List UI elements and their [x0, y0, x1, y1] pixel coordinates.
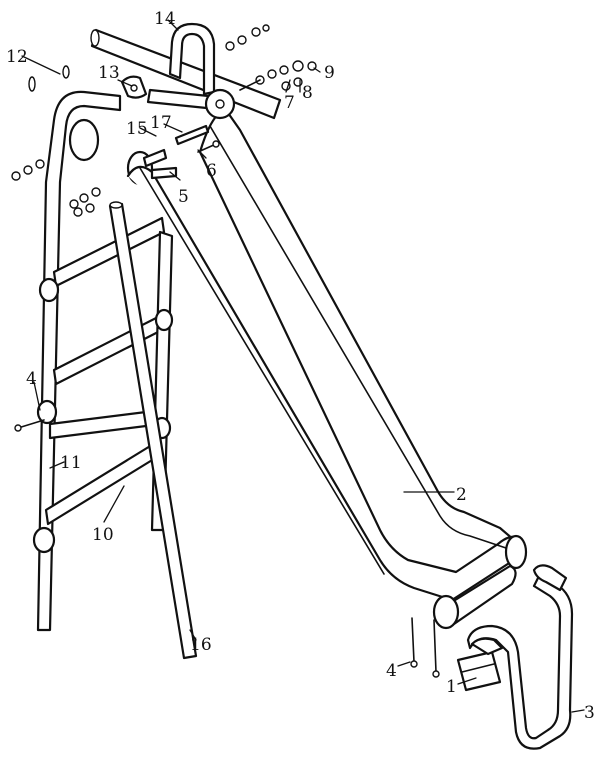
- callout-5: 5: [178, 187, 189, 207]
- callout-13: 13: [98, 63, 120, 83]
- callout-4-slide: 4: [386, 661, 397, 681]
- slide-top-hub: [204, 88, 236, 120]
- callout-14: 14: [154, 9, 176, 29]
- callout-3: 3: [584, 703, 595, 723]
- bolt-4-ladder: [14, 419, 45, 432]
- callout-17: 17: [150, 113, 172, 133]
- slide-pins: [410, 617, 440, 678]
- ladder-rung-top: [52, 216, 166, 288]
- callout-labels: 14 12 13 9 7 8 15 17 6 5 4 11 10 16 2 4 …: [6, 9, 595, 723]
- hardware-top-loop: [225, 24, 270, 51]
- callout-1: 1: [446, 677, 457, 697]
- callout-11: 11: [60, 453, 82, 473]
- ladder-left-rail: [36, 90, 122, 632]
- callout-10: 10: [92, 525, 114, 545]
- callout-12: 12: [6, 47, 28, 67]
- callout-4-ladder: 4: [26, 369, 37, 389]
- callout-7: 7: [284, 93, 295, 113]
- hardware-left-nuts: [11, 159, 101, 217]
- top-handle-loop: [168, 22, 216, 96]
- bolts-15-17: [142, 124, 220, 180]
- hardware-12: [28, 65, 70, 92]
- diagonal-support-leg: [108, 201, 198, 660]
- callout-16: 16: [190, 635, 212, 655]
- bracket-13: [120, 75, 148, 99]
- callout-8: 8: [302, 83, 313, 103]
- leader-lines: [21, 19, 585, 713]
- slide-exit-support: [466, 564, 574, 750]
- callout-6: 6: [206, 161, 217, 181]
- slide-chute: [126, 108, 528, 630]
- callout-9: 9: [324, 63, 335, 83]
- top-cross-bar: [90, 28, 282, 120]
- callout-2: 2: [456, 485, 467, 505]
- callout-15: 15: [126, 119, 148, 139]
